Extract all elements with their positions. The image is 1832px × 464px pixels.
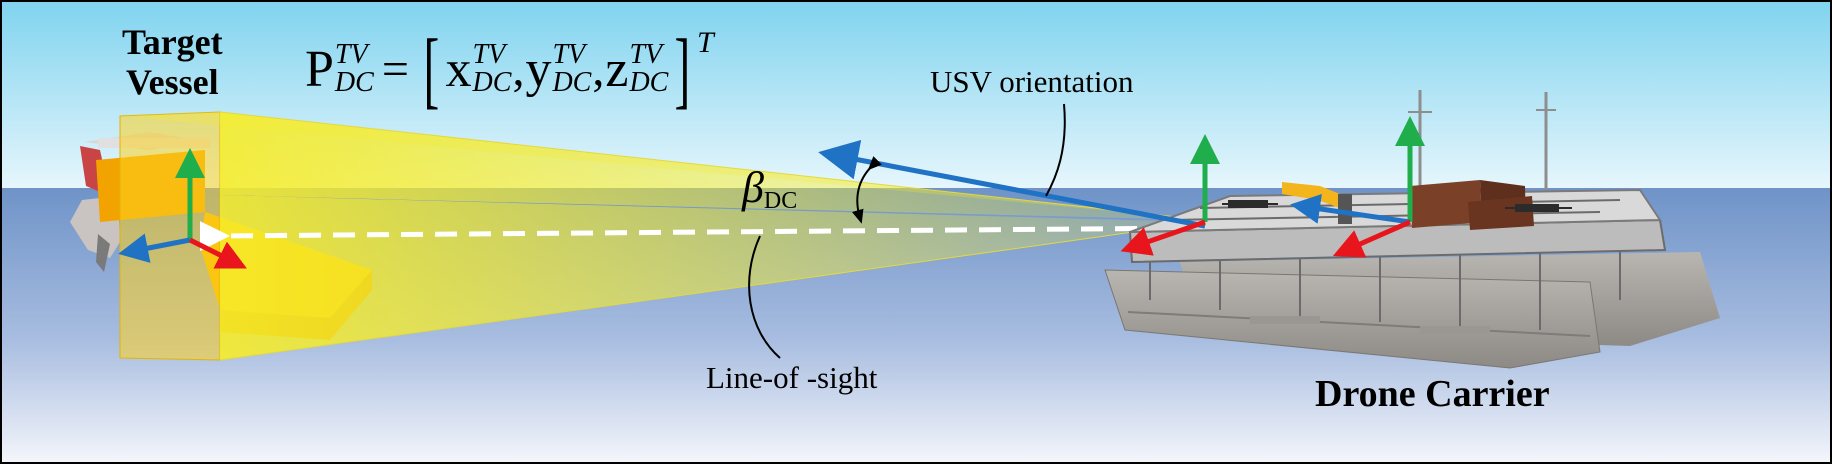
equation-lhs-base: P [305, 40, 334, 98]
usv-orientation-label: USV orientation [930, 64, 1134, 99]
equation-term-z-base: z [605, 40, 629, 98]
equation-term-z-sub: DC [629, 67, 669, 98]
line-of-sight-label: Line-of -sight [706, 360, 878, 395]
equation-right-bracket: ] [674, 21, 691, 117]
equation-equals: = [381, 42, 409, 96]
position-equation: P TV DC = [ x TV DC , y TV DC , z [305, 24, 714, 114]
usv-orientation-arrow [818, 139, 1206, 229]
target-vessel-label-line1: Target [122, 22, 223, 62]
equation-term-x-sup: TV [472, 39, 506, 70]
equation-term-y-sub: DC [552, 67, 592, 98]
equation-left-bracket: [ [423, 21, 440, 117]
drone-carrier-body-axes [1290, 116, 1425, 258]
equation-term-z-scripts: TV DC [629, 41, 668, 97]
equation-lhs-sup: TV [334, 39, 368, 70]
equation-transpose: T [697, 26, 714, 59]
drone-carrier-illustration [1104, 90, 1720, 369]
equation-term-y-scripts: TV DC [552, 41, 591, 97]
equation-term-z-sup: TV [629, 39, 663, 70]
angle-beta-label: βDC [742, 162, 798, 214]
angle-arc [851, 156, 882, 224]
equation-comma-2: , [592, 42, 605, 96]
view-cone-bottom [220, 195, 1205, 360]
angle-subscript: DC [763, 188, 798, 214]
usv-orientation-leader [1045, 103, 1066, 197]
view-cone-side [120, 112, 1205, 220]
line-of-sight-leader [748, 235, 781, 359]
drone-carrier-label: Drone Carrier [1315, 373, 1550, 415]
equation-lhs-sub: DC [334, 67, 374, 98]
equation-term-x-base: x [445, 40, 472, 98]
equation-term-x: x TV DC [446, 40, 512, 99]
equation-comma-1: , [512, 42, 525, 96]
equation-term-x-scripts: TV DC [473, 41, 512, 97]
equation-term-y-base: y [525, 40, 552, 98]
equation-term-y: y TV DC [525, 40, 591, 99]
equation-lhs: P TV DC [305, 40, 374, 99]
line-of-sight-arrow [199, 221, 1206, 252]
angle-symbol: β [742, 163, 764, 212]
equation-term-y-sup: TV [552, 39, 586, 70]
view-frustum [119, 111, 221, 361]
equation-lhs-scripts: TV DC [335, 41, 374, 97]
equation-term-x-sub: DC [472, 67, 512, 98]
equation-term-z: z TV DC [605, 40, 668, 99]
target-vessel-label-line2: Vessel [125, 62, 219, 102]
target-vessel-axes [118, 148, 247, 269]
drone-carrier-camera-axes [1120, 134, 1220, 256]
target-vessel-label: Target Vessel [122, 22, 223, 102]
